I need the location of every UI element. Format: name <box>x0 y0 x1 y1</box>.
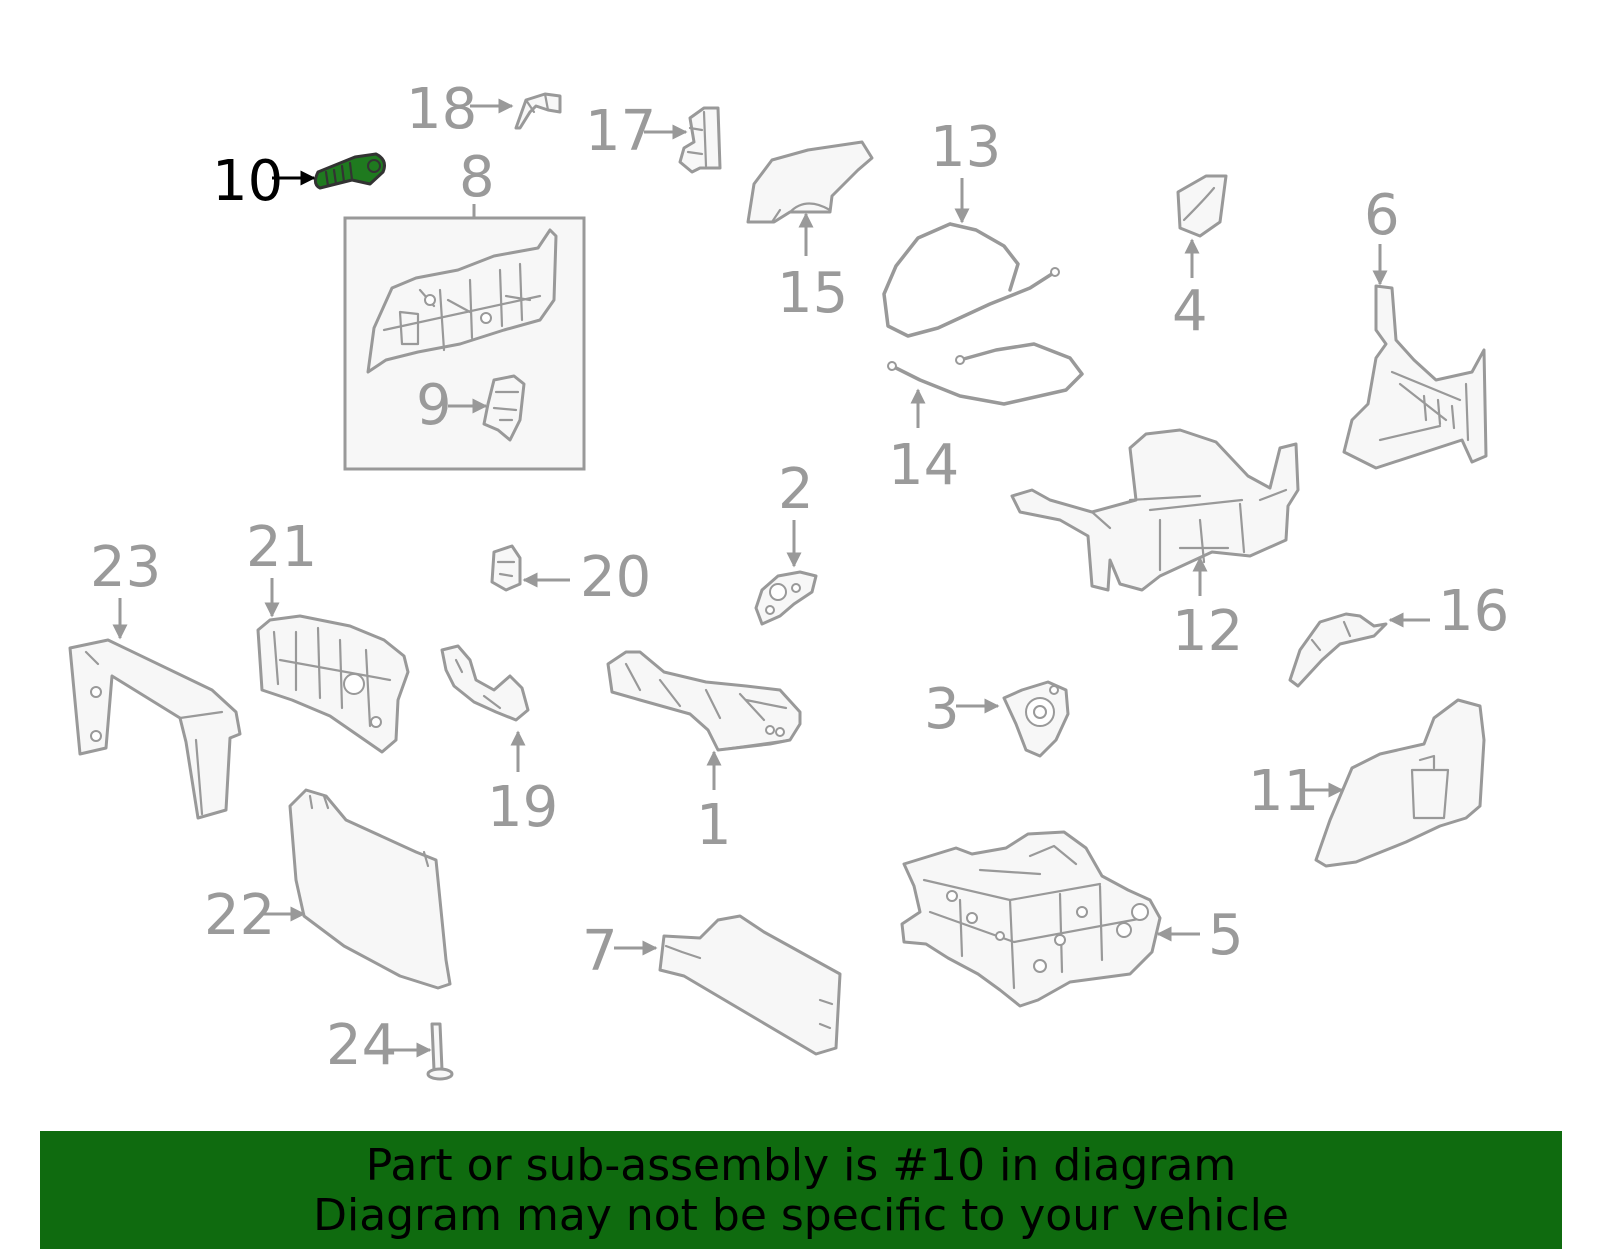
callout-17: 17 <box>585 99 688 164</box>
svg-text:4: 4 <box>1172 279 1208 344</box>
part-17-cover[interactable] <box>678 106 722 174</box>
callout-10: 10 <box>212 149 316 214</box>
part-5-seat-frame[interactable] <box>900 830 1162 1008</box>
part-3-motor[interactable] <box>1002 680 1070 758</box>
callout-20: 20 <box>522 545 651 610</box>
callout-18: 18 <box>406 77 514 142</box>
svg-text:9: 9 <box>416 373 452 438</box>
part-22-side-cover[interactable] <box>288 788 452 990</box>
callout-1: 1 <box>696 750 732 858</box>
svg-text:12: 12 <box>1172 599 1243 664</box>
part-19-trim-bracket[interactable] <box>440 644 530 722</box>
part-6-side-panel[interactable] <box>1342 284 1488 470</box>
callout-23: 23 <box>90 535 161 640</box>
svg-text:3: 3 <box>924 677 960 742</box>
callout-3: 3 <box>924 677 1000 742</box>
part-8-housing[interactable] <box>366 228 558 374</box>
part-7-lower-cover[interactable] <box>658 914 842 1056</box>
part-23-side-shield[interactable] <box>68 638 242 820</box>
svg-text:14: 14 <box>888 433 959 498</box>
callout-11: 11 <box>1248 759 1344 824</box>
svg-text:1: 1 <box>696 793 732 858</box>
svg-text:8: 8 <box>459 145 495 210</box>
parts-diagram: 10 18 17 15 13 14 <box>68 77 1509 1081</box>
part-9-switch[interactable] <box>482 374 526 442</box>
svg-text:23: 23 <box>90 535 161 600</box>
callout-12: 12 <box>1172 556 1243 664</box>
callout-8: 8 <box>459 145 495 218</box>
svg-text:6: 6 <box>1364 183 1400 248</box>
part-11-armrest-cover[interactable] <box>1314 698 1486 868</box>
part-20-clip[interactable] <box>490 544 522 592</box>
svg-text:19: 19 <box>487 775 558 840</box>
part-4-cover[interactable] <box>1176 174 1228 238</box>
svg-text:18: 18 <box>406 77 477 142</box>
svg-text:15: 15 <box>777 261 848 326</box>
part-24-pin[interactable] <box>426 1022 454 1081</box>
banner-line-2: Diagram may not be specific to your vehi… <box>313 1190 1289 1241</box>
callout-22: 22 <box>204 883 306 948</box>
part-10-knob[interactable] <box>313 152 386 190</box>
callout-5: 5 <box>1156 903 1244 968</box>
part-18-bracket[interactable] <box>514 92 562 130</box>
part-12-frame[interactable] <box>1010 428 1300 592</box>
part-2-motor[interactable] <box>754 570 818 626</box>
info-banner: Part or sub-assembly is #10 in diagram D… <box>40 1131 1562 1249</box>
part-21-adjuster[interactable] <box>256 614 410 754</box>
svg-text:10: 10 <box>212 149 283 214</box>
callout-15: 15 <box>777 212 848 326</box>
callout-7: 7 <box>582 919 658 984</box>
part-15-trim-cover[interactable] <box>746 140 874 224</box>
callout-14: 14 <box>888 388 959 498</box>
svg-text:5: 5 <box>1208 903 1244 968</box>
banner-line-1: Part or sub-assembly is #10 in diagram <box>365 1140 1237 1191</box>
part-13-cable[interactable] <box>882 222 1060 338</box>
callout-19: 19 <box>487 730 558 840</box>
part-14-cable[interactable] <box>887 342 1084 406</box>
callout-9: 9 <box>416 373 488 438</box>
svg-text:21: 21 <box>246 515 317 580</box>
callout-24: 24 <box>326 1013 432 1078</box>
svg-text:7: 7 <box>582 919 618 984</box>
svg-text:24: 24 <box>326 1013 397 1078</box>
callout-6: 6 <box>1364 183 1400 286</box>
svg-text:2: 2 <box>778 457 814 522</box>
svg-text:20: 20 <box>580 545 651 610</box>
part-1-track[interactable] <box>606 650 802 752</box>
callout-13: 13 <box>930 115 1001 224</box>
callout-21: 21 <box>246 515 317 618</box>
svg-text:16: 16 <box>1438 579 1509 644</box>
callout-4: 4 <box>1172 238 1208 344</box>
part-16-trim[interactable] <box>1288 612 1388 688</box>
callout-2: 2 <box>778 457 814 568</box>
callout-16: 16 <box>1388 579 1509 644</box>
svg-text:13: 13 <box>930 115 1001 180</box>
